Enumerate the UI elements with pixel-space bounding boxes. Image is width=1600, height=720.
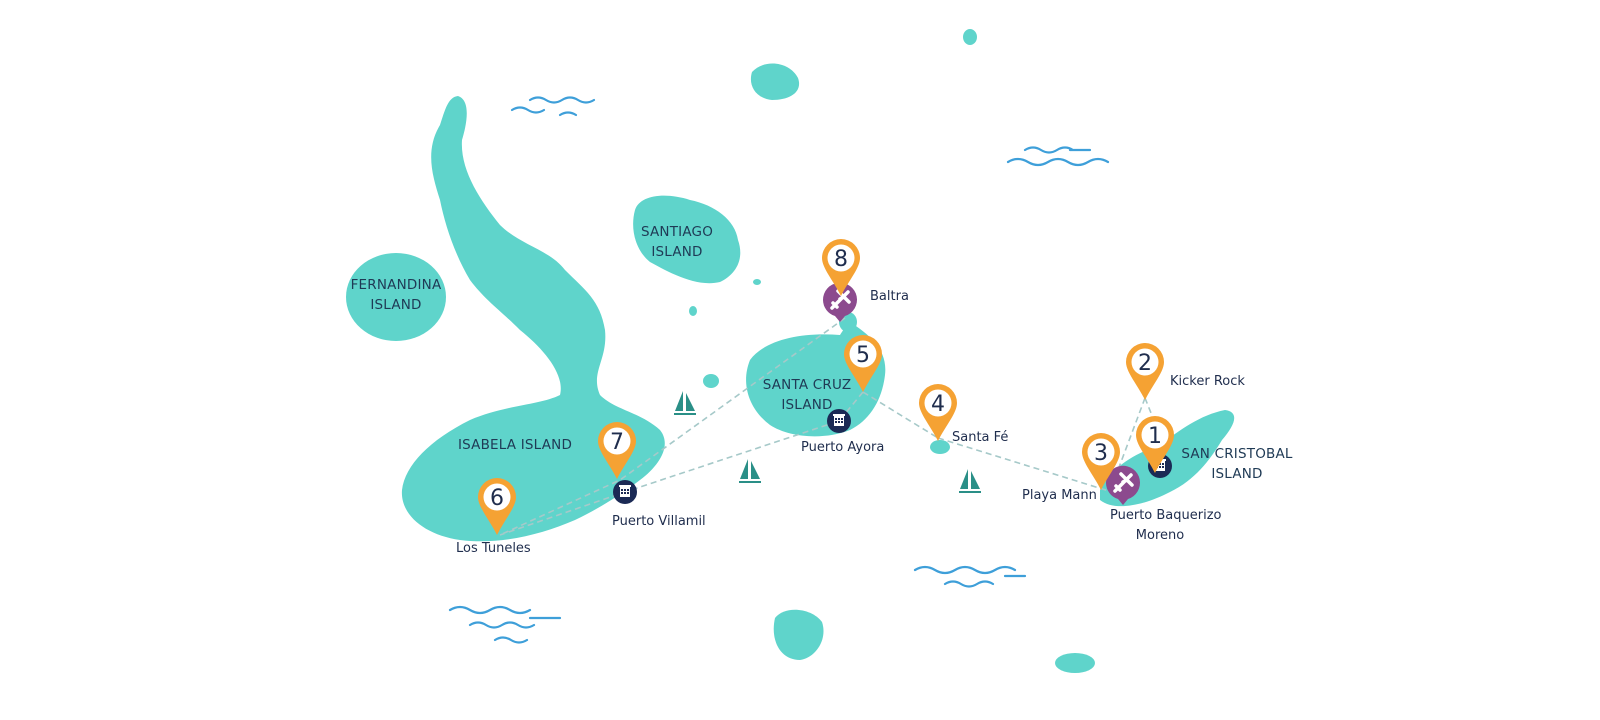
small-islet: [753, 279, 761, 285]
stop-label-kicker-rock: Kicker Rock: [1170, 374, 1245, 389]
stop-pin-6[interactable]: 6: [478, 478, 516, 535]
small-islet: [703, 374, 719, 388]
stop-pin-2[interactable]: 2: [1126, 343, 1164, 400]
routes: [499, 317, 1158, 536]
airport-icon[interactable]: [822, 282, 857, 322]
fernandina-island: [346, 253, 446, 341]
island-suffix: ISLAND: [370, 297, 422, 313]
island-label-santa-cruz: SANTA CRUZ ISLAND: [752, 375, 862, 415]
stop-pin-8[interactable]: 8: [822, 239, 860, 296]
stop-number: 5: [856, 343, 870, 368]
stop-pin-1[interactable]: 1: [1136, 416, 1174, 473]
isabela-island: [401, 96, 665, 542]
island-name: SANTIAGO: [640, 224, 714, 240]
waves: [448, 96, 1110, 644]
stop-number: 2: [1138, 351, 1152, 376]
north-islet: [750, 63, 800, 100]
sailboat-icon: [959, 469, 981, 493]
stop-label-playa-mann: Playa Mann: [1022, 488, 1097, 503]
hotel-label-line2: Moreno: [1135, 528, 1185, 543]
stop-number: 7: [610, 430, 624, 455]
hotel-icon[interactable]: [613, 480, 637, 504]
sailboats: [674, 391, 981, 493]
island-name: SANTA CRUZ: [762, 377, 852, 393]
small-islet: [963, 29, 977, 45]
stop-number: 8: [834, 247, 848, 272]
island-label-fernandina: FERNANDINA ISLAND: [340, 275, 452, 315]
hotel-label-puerto-ayora: Puerto Ayora: [801, 440, 885, 455]
hotel-label-puerto-villamil: Puerto Villamil: [612, 514, 706, 529]
island-name: ISABELA ISLAND: [457, 437, 573, 453]
island-name: SAN CRISTOBAL: [1181, 446, 1293, 462]
stop-number: 4: [931, 392, 945, 417]
island-suffix: ISLAND: [651, 244, 703, 260]
santa-fe-island: [930, 440, 950, 454]
airport-icon[interactable]: [1105, 465, 1140, 505]
island-label-san-cristobal: SAN CRISTOBAL ISLAND: [1172, 444, 1302, 484]
stop-label-santa-fe: Santa Fé: [952, 430, 1009, 445]
stop-pin-4[interactable]: 4: [919, 384, 957, 441]
stop-number: 3: [1094, 441, 1108, 466]
markers: 1 2 3 4 5 6 7 8: [478, 239, 1174, 535]
stop-number: 6: [490, 486, 504, 511]
small-islet: [689, 306, 697, 316]
island-label-santiago: SANTIAGO ISLAND: [622, 222, 732, 262]
island-name: FERNANDINA: [350, 277, 442, 293]
stop-pin-3[interactable]: 3: [1082, 433, 1120, 490]
stop-pin-5[interactable]: 5: [844, 335, 882, 392]
hotel-icon[interactable]: [827, 409, 851, 433]
stop-label-baltra: Baltra: [870, 289, 909, 304]
sailboat-icon: [739, 459, 761, 483]
hotel-label-line1: Puerto Baquerizo: [1110, 508, 1222, 523]
sailboat-icon: [674, 391, 696, 415]
stop-number: 1: [1148, 424, 1162, 449]
island-suffix: ISLAND: [1211, 466, 1263, 482]
south-islet: [773, 609, 824, 660]
southeast-islet: [1055, 653, 1095, 673]
stop-pin-7[interactable]: 7: [598, 422, 636, 479]
island-suffix: ISLAND: [781, 397, 833, 413]
santiago-island: [633, 195, 741, 284]
island-label-isabela: ISABELA ISLAND: [450, 435, 580, 455]
stop-label-los-tuneles: Los Tuneles: [456, 541, 531, 556]
islands: [346, 29, 1235, 673]
